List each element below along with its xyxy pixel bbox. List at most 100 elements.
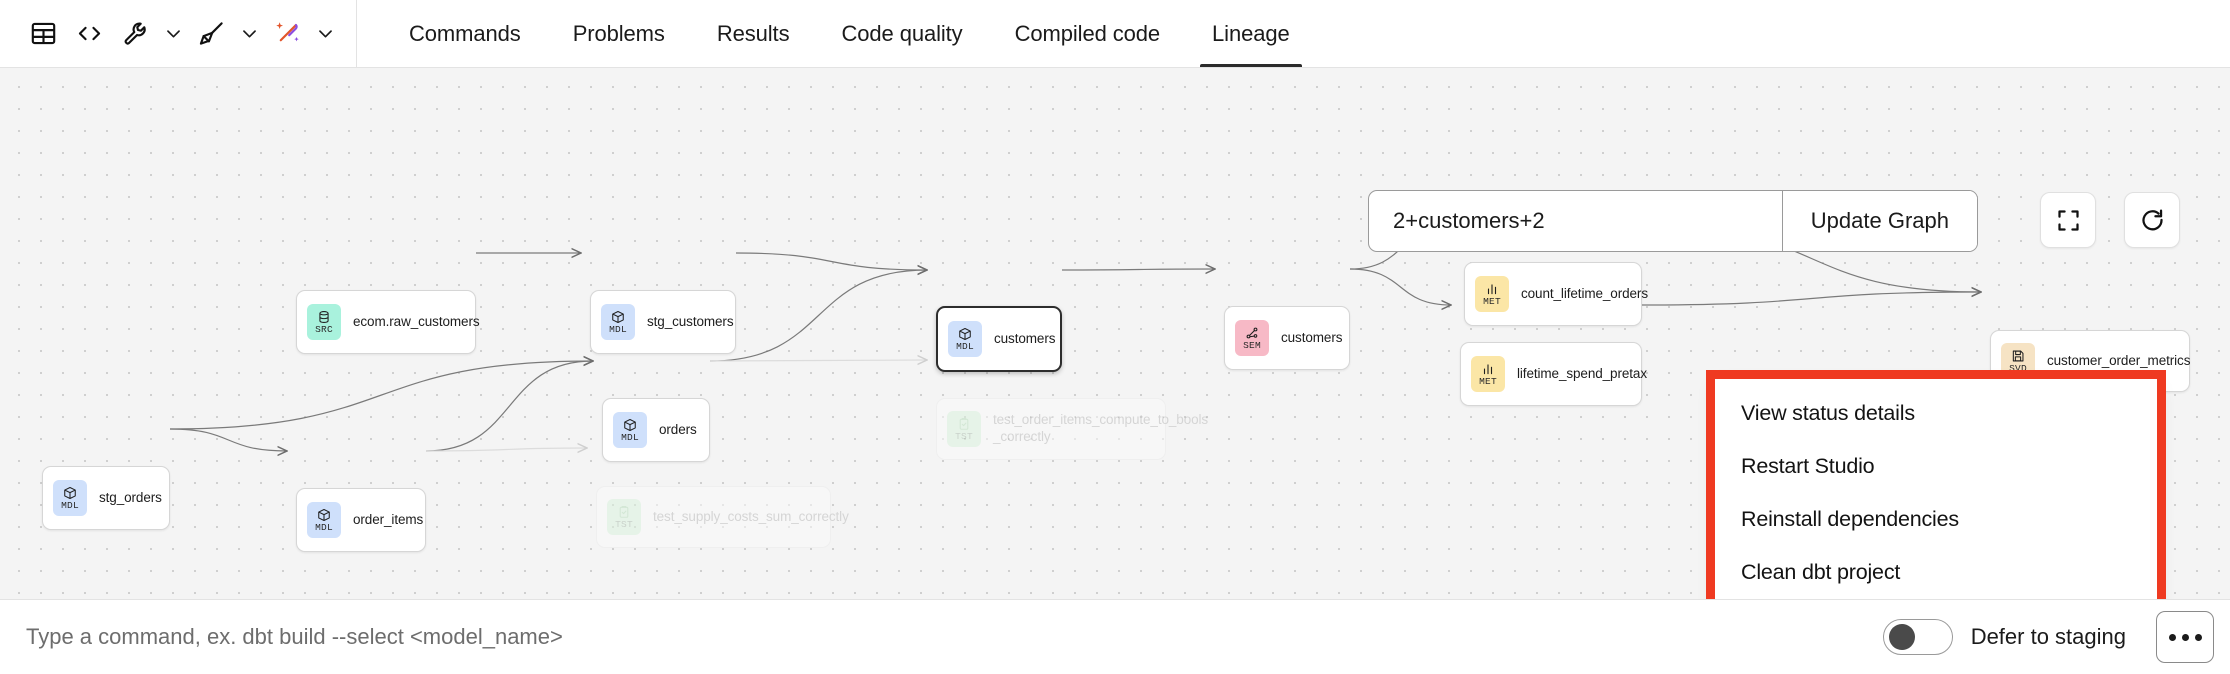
code-view-icon[interactable] — [68, 13, 110, 55]
node-type-text: MET — [1483, 295, 1501, 307]
svd-icon — [2011, 349, 2025, 363]
tab-results[interactable]: Results — [691, 0, 816, 67]
menu-item-reinstall-dependencies[interactable]: Reinstall dependencies — [1715, 493, 2157, 546]
defer-control: Defer to staging — [1882, 619, 2144, 655]
mdl-icon — [611, 310, 625, 324]
node-label: customer_order_metrics — [2047, 352, 2191, 368]
lineage-edge — [1641, 292, 1981, 306]
node-label: ecom.raw_customers — [353, 313, 480, 329]
node-type-badge-src: SRC — [307, 304, 341, 340]
lineage-edge — [169, 428, 287, 451]
node-label: stg_customers — [647, 313, 734, 329]
wrench-icon[interactable] — [114, 13, 156, 55]
met-icon — [1481, 362, 1495, 376]
node-type-text: MDL — [956, 340, 974, 352]
update-graph-button[interactable]: Update Graph — [1781, 191, 1977, 251]
lineage-node-count-lifetime-orders[interactable]: MET count_lifetime_orders — [1464, 262, 1648, 326]
node-type-text: SEM — [1243, 339, 1261, 351]
node-label: test_order_items_compute_to_bools _corre… — [993, 412, 1209, 444]
lineage-edge — [735, 252, 927, 270]
lineage-node-ecom-raw-customers[interactable]: SRC ecom.raw_customers — [296, 290, 480, 354]
node-label: orders — [659, 421, 697, 437]
lineage-edge — [425, 361, 593, 452]
node-type-badge-mdl: MDL — [948, 321, 982, 357]
node-type-badge-svd: SVD — [2001, 343, 2035, 379]
lineage-node-stg-customers[interactable]: MDL stg_customers — [590, 290, 736, 354]
met-icon — [1485, 282, 1499, 296]
node-type-badge-sem: SEM — [1235, 320, 1269, 356]
tab-compiled-code[interactable]: Compiled code — [989, 0, 1186, 67]
node-type-badge-mdl: MDL — [601, 304, 635, 340]
node-type-badge-mdl: MDL — [53, 480, 87, 516]
fullscreen-icon[interactable] — [2040, 192, 2096, 248]
defer-to-staging-toggle[interactable] — [1882, 619, 1953, 655]
dot — [2194, 633, 2202, 641]
node-label: customers — [994, 330, 1056, 346]
node-type-text: TST — [615, 518, 633, 530]
node-type-text: MET — [1479, 375, 1497, 387]
lineage-edge — [1061, 269, 1215, 270]
tab-label: Problems — [572, 20, 665, 46]
lineage-node-test-order-items-compute-to-bools[interactable]: TST test_order_items_compute_to_bools _co… — [936, 398, 1208, 460]
dot — [2181, 633, 2189, 641]
lineage-node-lifetime-spend-pretax[interactable]: MET lifetime_spend_pretax — [1460, 342, 1647, 406]
menu-item-clean-dbt-project[interactable]: Clean dbt project — [1715, 546, 2157, 599]
tab-label: Results — [716, 20, 790, 46]
magic-wand-icon[interactable] — [266, 13, 308, 55]
lineage-node-orders[interactable]: MDL orders — [602, 398, 710, 462]
menu-item-label: Restart Studio — [1741, 454, 1875, 478]
tab-commands[interactable]: Commands — [383, 0, 547, 67]
node-type-badge-tst: TST — [607, 499, 641, 535]
wand-chevron-down-icon[interactable] — [312, 13, 338, 55]
tab-label: Commands — [409, 20, 521, 46]
broom-chevron-down-icon[interactable] — [236, 13, 262, 55]
node-type-text: TST — [955, 430, 973, 442]
table-view-icon[interactable] — [22, 13, 64, 55]
menu-item-restart-studio[interactable]: Restart Studio — [1715, 440, 2157, 493]
lineage-edge — [169, 361, 593, 430]
node-type-badge-mdl: MDL — [613, 412, 647, 448]
menu-item-view-status-details[interactable]: View status details — [1715, 387, 2157, 440]
tst-icon — [957, 417, 971, 431]
mdl-icon — [623, 418, 637, 432]
ellipsis-icon[interactable] — [2156, 611, 2214, 663]
command-input[interactable] — [0, 624, 1883, 650]
lineage-node-test-supply-costs-sum-correctly[interactable]: TST test_supply_costs_sum_correctly — [596, 486, 849, 548]
top-toolbar: Commands Problems Results Code quality C… — [0, 0, 2230, 68]
command-bar: Defer to staging — [0, 600, 2230, 674]
defer-to-staging-label: Defer to staging — [1970, 624, 2126, 649]
mdl-icon — [63, 486, 77, 500]
node-label: count_lifetime_orders — [1521, 285, 1648, 301]
lineage-edge — [709, 360, 927, 361]
node-label: customers — [1281, 329, 1343, 345]
tab-code-quality[interactable]: Code quality — [815, 0, 988, 67]
graph-select-input[interactable] — [1369, 191, 1782, 251]
lineage-edge — [425, 448, 587, 451]
mdl-icon — [958, 327, 972, 341]
mdl-icon — [317, 508, 331, 522]
node-type-badge-met: MET — [1475, 276, 1509, 312]
wrench-chevron-down-icon[interactable] — [160, 13, 186, 55]
lineage-edge — [709, 270, 927, 362]
menu-item-label: Clean dbt project — [1741, 560, 1901, 584]
lineage-node-customers[interactable]: MDL customers — [936, 306, 1062, 372]
tab-problems[interactable]: Problems — [547, 0, 691, 67]
node-label: lifetime_spend_pretax — [1517, 365, 1647, 381]
dot — [2168, 633, 2176, 641]
node-type-text: MDL — [61, 499, 79, 511]
tab-label: Lineage — [1212, 20, 1290, 46]
tab-lineage[interactable]: Lineage — [1186, 0, 1316, 67]
node-type-badge-mdl: MDL — [307, 502, 341, 538]
node-label: test_supply_costs_sum_correctly — [653, 508, 849, 524]
node-type-text: MDL — [315, 521, 333, 533]
broom-icon[interactable] — [190, 13, 232, 55]
tab-label: Compiled code — [1014, 20, 1161, 46]
menu-item-label: View status details — [1741, 401, 1915, 425]
lineage-node-customers[interactable]: SEM customers — [1224, 306, 1350, 370]
refresh-icon[interactable] — [2124, 192, 2180, 248]
